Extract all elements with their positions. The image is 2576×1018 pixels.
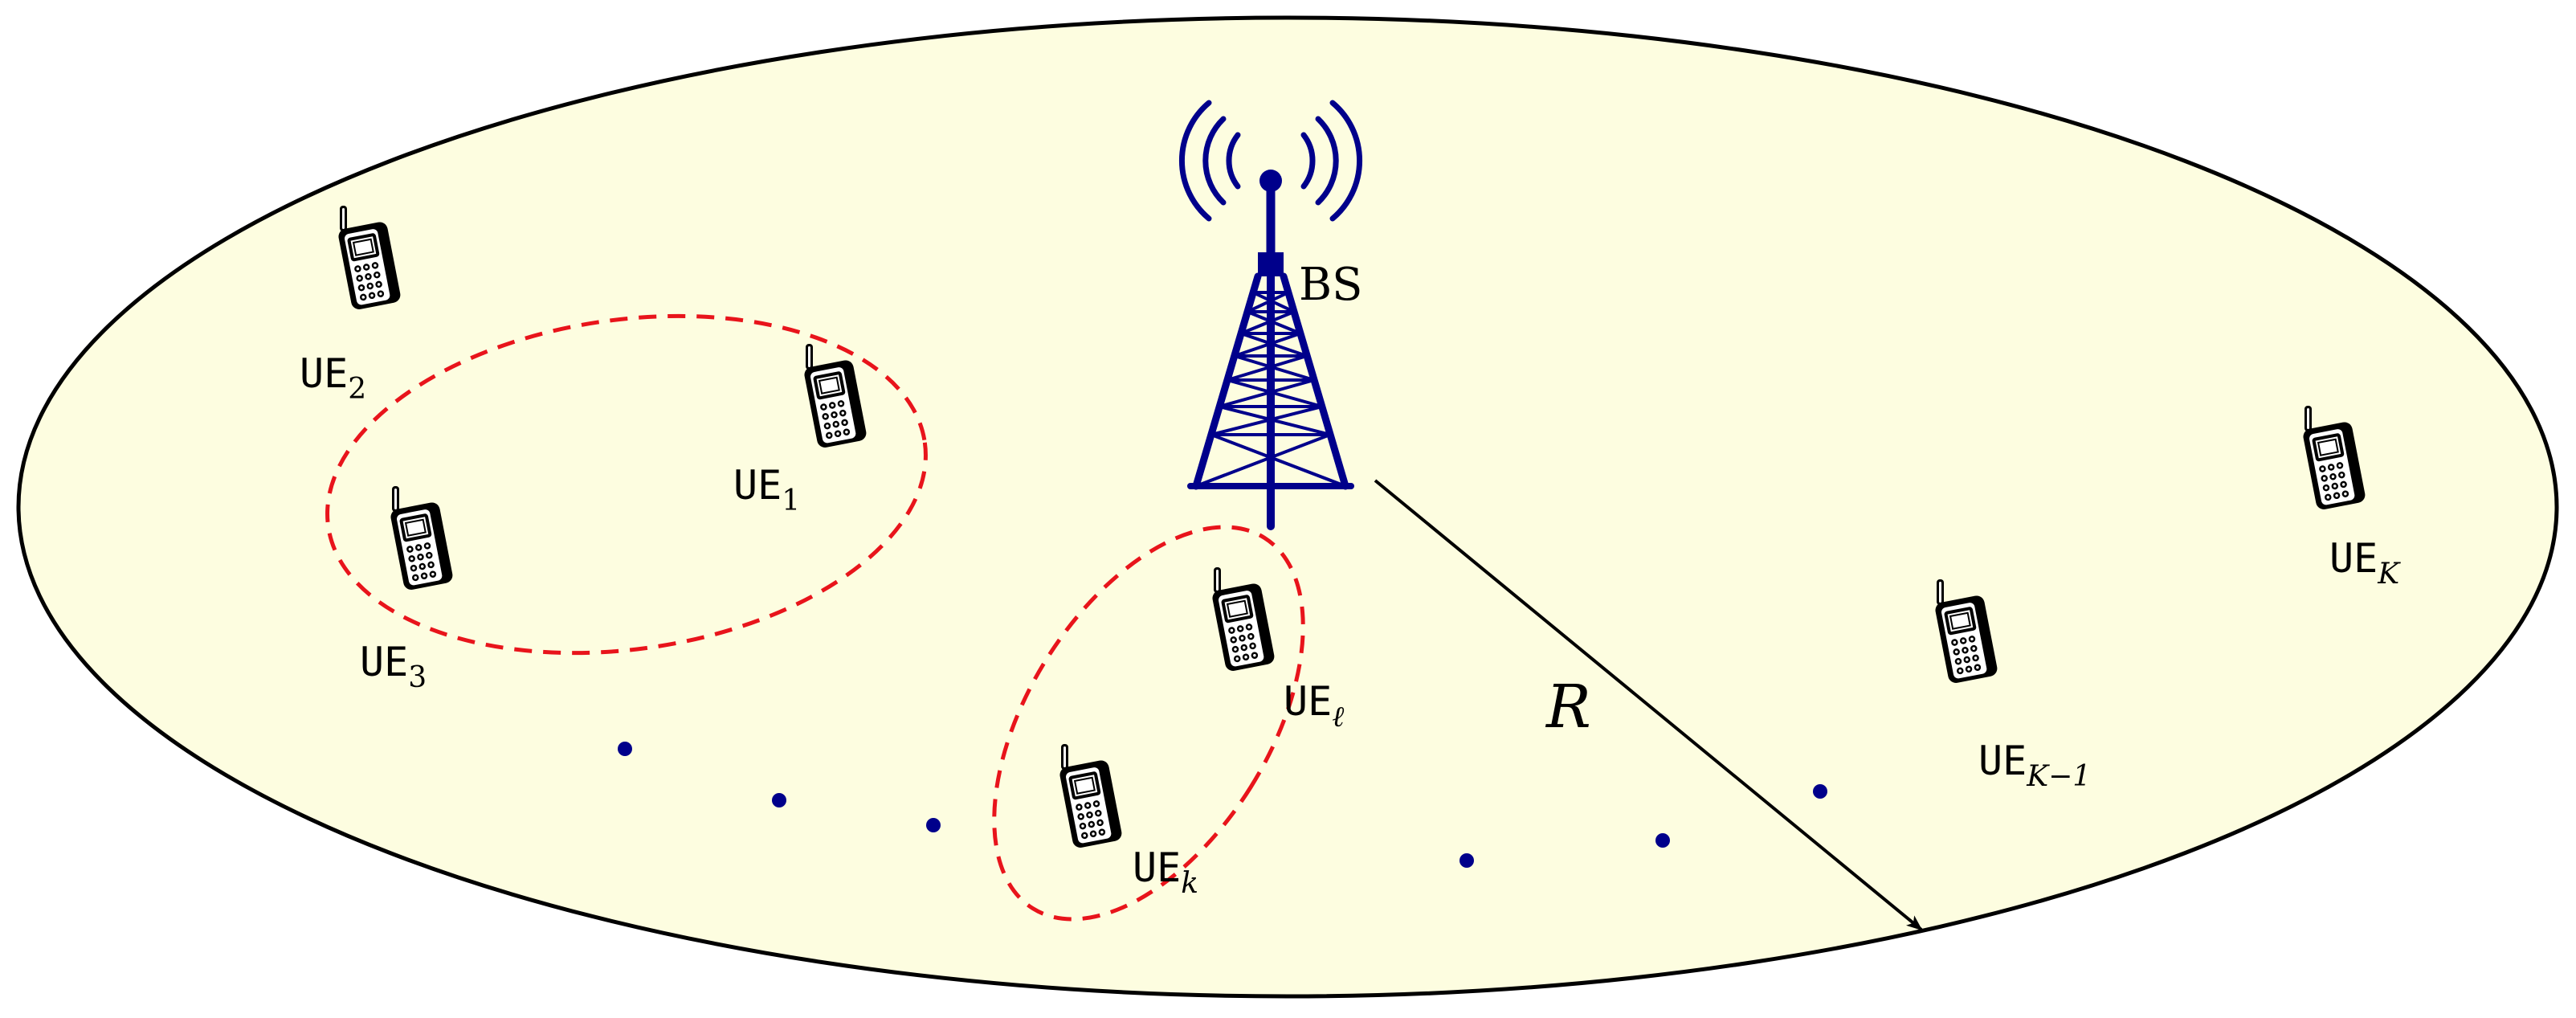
ellipsis-dot bbox=[618, 742, 632, 756]
ellipsis-dot bbox=[1459, 853, 1474, 868]
ellipsis-dot bbox=[1813, 784, 1827, 799]
ellipsis-dot bbox=[926, 818, 941, 832]
ellipsis-dot bbox=[772, 793, 786, 807]
base-station-label: BS bbox=[1299, 259, 1363, 311]
ue-label-l: UEℓ bbox=[1284, 678, 1344, 734]
ue-label-2: UE2 bbox=[300, 350, 366, 406]
cluster-ellipse-l-k bbox=[992, 525, 1305, 922]
cell-tower-icon bbox=[1179, 100, 1362, 530]
radius-arrow bbox=[1374, 479, 1923, 931]
ellipsis-dots bbox=[618, 742, 1827, 868]
ue-label-1: UE1 bbox=[733, 462, 800, 517]
ue-label-k-minus-1: UEK−1 bbox=[1978, 738, 2091, 793]
radius-label: R bbox=[1545, 673, 1591, 742]
ellipsis-dot bbox=[1655, 833, 1670, 848]
cluster-ellipse-1-3 bbox=[325, 313, 928, 656]
ue-label-big-k: UEK bbox=[2329, 535, 2401, 591]
ue-label-3: UE3 bbox=[360, 639, 427, 694]
cell-boundary bbox=[16, 15, 2559, 999]
ue-label-k: UEk bbox=[1133, 844, 1198, 900]
